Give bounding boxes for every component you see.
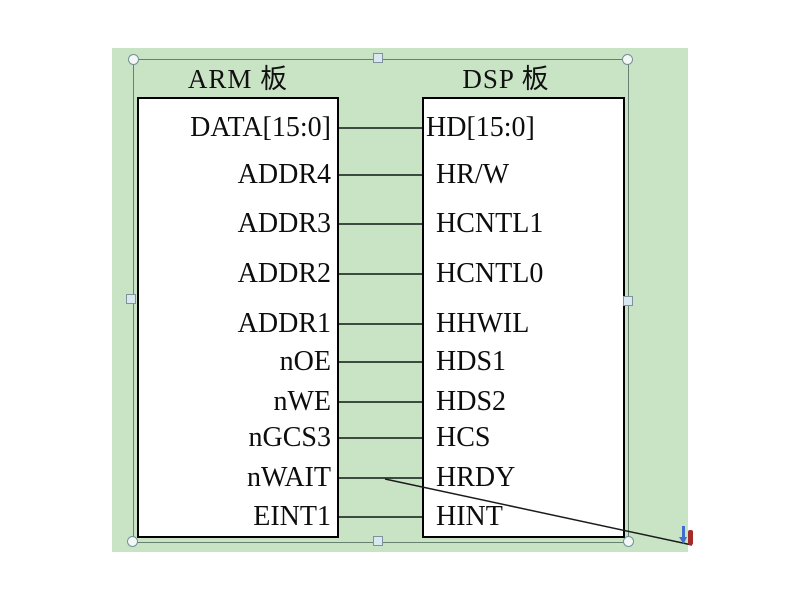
signal-row: nWAIT HRDY: [0, 462, 800, 494]
handle-middle-right[interactable]: [623, 296, 633, 306]
connector-line: [339, 127, 422, 129]
dsp-signal-label: HCNTL1: [436, 208, 544, 239]
handle-top-left[interactable]: [128, 54, 139, 65]
signal-row: ADDR3 HCNTL1: [0, 208, 800, 240]
handle-bottom-left[interactable]: [127, 536, 138, 547]
signal-row: ADDR4 HR/W: [0, 159, 800, 191]
connector-line: [339, 361, 422, 363]
arm-signal-label: ADDR4: [237, 159, 331, 190]
connector-line: [339, 223, 422, 225]
dsp-signal-label: HHWIL: [436, 308, 530, 339]
dsp-signal-label: HDS2: [436, 386, 507, 417]
handle-middle-left[interactable]: [126, 294, 136, 304]
connector-line: [339, 516, 422, 518]
arm-signal-label: nWAIT: [247, 462, 331, 493]
connector-line: [339, 323, 422, 325]
dsp-signal-label: HCS: [436, 422, 491, 453]
arm-signal-label: nWE: [273, 386, 331, 417]
handle-bottom-right[interactable]: [623, 536, 634, 547]
dsp-signal-label: HRDY: [436, 462, 516, 493]
dsp-signal-label: HD[15:0]: [426, 112, 535, 143]
arm-signal-label: ADDR1: [237, 308, 331, 339]
connector-line: [339, 477, 422, 479]
signal-row: nOE HDS1: [0, 346, 800, 378]
connector-line: [339, 273, 422, 275]
arm-board-title: ARM 板: [187, 64, 289, 94]
connector-line: [339, 401, 422, 403]
handle-top-middle[interactable]: [373, 53, 383, 63]
arm-signal-label: ADDR3: [237, 208, 331, 239]
connector-line: [339, 437, 422, 439]
dsp-board-title: DSP 板: [462, 64, 550, 94]
handle-top-right[interactable]: [622, 54, 633, 65]
arm-signal-label: DATA[15:0]: [190, 112, 331, 143]
dsp-signal-label: HCNTL0: [436, 258, 544, 289]
signal-row: DATA[15:0] HD[15:0]: [0, 112, 800, 144]
arm-signal-label: nGCS3: [248, 422, 331, 453]
dsp-signal-label: HINT: [436, 501, 503, 532]
arm-board-box[interactable]: [137, 97, 339, 538]
signal-row: nWE HDS2: [0, 386, 800, 418]
dsp-signal-label: HDS1: [436, 346, 507, 377]
arm-signal-label: ADDR2: [237, 258, 331, 289]
signal-row: nGCS3 HCS: [0, 422, 800, 454]
signal-row: ADDR1 HHWIL: [0, 308, 800, 340]
signal-row: ADDR2 HCNTL0: [0, 258, 800, 290]
arm-signal-label: nOE: [279, 346, 331, 377]
dsp-signal-label: HR/W: [436, 159, 510, 190]
arm-signal-label: EINT1: [253, 501, 331, 532]
cursor-icon: [679, 526, 693, 545]
connector-line: [339, 174, 422, 176]
handle-bottom-middle[interactable]: [373, 536, 383, 546]
